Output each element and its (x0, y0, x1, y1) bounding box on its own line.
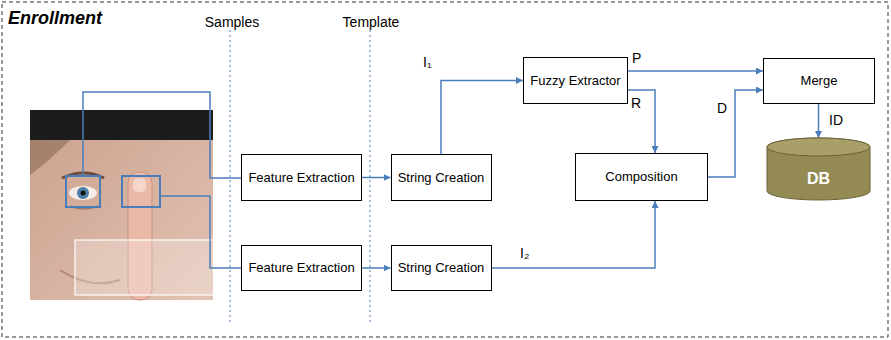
node-text: Fuzzy Extractor (530, 73, 620, 89)
flow-arrow (362, 267, 391, 269)
finger-selection (122, 176, 160, 207)
process-box: String Creation (391, 154, 492, 201)
database-cylinder: DB (767, 138, 870, 200)
flow-arrow (492, 201, 656, 268)
flow-arrow (708, 90, 763, 177)
flow-arrow (362, 177, 391, 179)
diagram-title: Enrollment (8, 7, 102, 29)
node-text: Feature Extraction (248, 260, 354, 276)
sample-wire (160, 196, 253, 268)
process-box: Feature Extraction (241, 154, 362, 201)
process-box: String Creation (391, 245, 492, 291)
process-box: Composition (575, 153, 708, 201)
enrollment-frame (2, 2, 888, 337)
sample-wire (83, 92, 253, 178)
signal-label: P (632, 50, 641, 67)
flow-arrow (818, 104, 820, 138)
node-text: String Creation (398, 260, 485, 276)
face-photo (30, 110, 220, 300)
node-text: Feature Extraction (248, 170, 354, 186)
node-text: Composition (605, 169, 677, 185)
signal-label: I₁ (423, 54, 432, 71)
node-text: String Creation (398, 170, 485, 186)
process-box: Feature Extraction (241, 245, 362, 291)
flow-arrow (628, 90, 655, 153)
cylinder-outline (767, 138, 870, 200)
stage-label: Template (343, 14, 400, 31)
signal-label: D (717, 100, 727, 117)
process-box: Fuzzy Extractor (523, 57, 628, 104)
flow-arrow (628, 70, 763, 72)
stage-label: Samples (205, 14, 259, 31)
eye-selection (66, 176, 100, 207)
flow-arrow (441, 81, 523, 155)
signal-label: ID (829, 112, 843, 129)
signal-label: R (631, 95, 641, 112)
process-box: Merge (763, 58, 875, 104)
signal-label: I₂ (520, 245, 529, 262)
node-text: DB (807, 169, 830, 188)
node-text: Merge (801, 73, 838, 89)
